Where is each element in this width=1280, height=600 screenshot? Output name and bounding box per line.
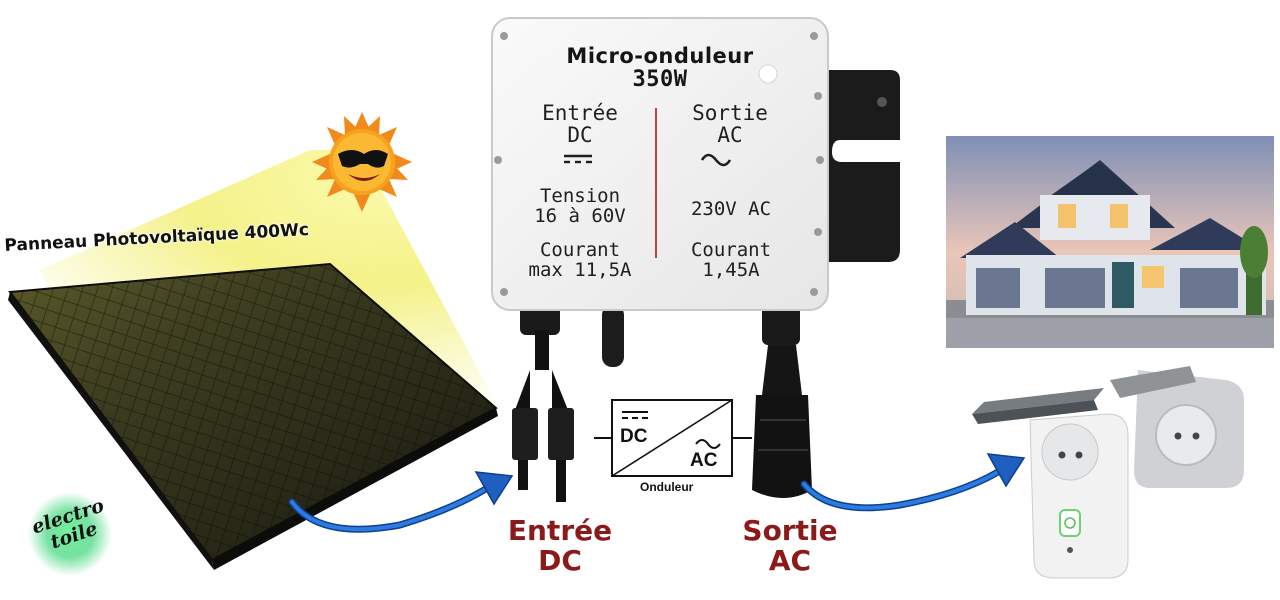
logo-glow [28,492,112,576]
dc-input-heading: Entrée DC [520,102,640,146]
inverter-box [491,17,829,311]
box-ac-symbol-icon [700,153,732,167]
bottom-label-dc: Entrée DC [494,516,626,576]
dc-current-label: Courant [539,239,621,261]
ac-current-spec: Courant 1,45A [664,240,798,280]
bottom-label-dc-line1: Entrée [507,514,613,547]
schematic-inverter [594,399,752,477]
dc-voltage-label: Tension [539,185,621,207]
dc-symbol-icon [622,411,648,419]
dc-heading-line1: Entrée [542,101,618,125]
inverter-cables [512,305,812,502]
flow-arrow-panel [288,471,514,533]
ac-heading-line1: Sortie [692,101,768,125]
ac-heading-line2: AC [717,123,743,147]
dc-current-spec: Courant max 11,5A [510,240,650,280]
ac-symbol-icon [695,439,721,449]
ac-voltage-spec: 230V AC [690,198,772,220]
schematic-dc-label: DC [620,426,648,447]
bottom-label-ac-line2: AC [768,544,812,577]
inverter-bracket [822,70,900,262]
inverter-title-line2: 350W [632,67,688,92]
inverter-title-line1: Micro-onduleur [566,44,754,68]
dc-voltage-value: 16 à 60V [534,205,626,227]
solar-panel [8,262,498,570]
house-picture [946,136,1274,348]
ac-current-value: 1,45A [702,259,760,281]
bottom-label-ac: Sortie AC [724,516,856,576]
bottom-label-dc-line2: DC [538,544,582,577]
schematic-ac-label: AC [690,450,718,471]
schematic-caption: Onduleur [640,480,694,494]
ac-output-heading: Sortie AC [670,102,790,146]
outdoor-socket-picture [972,366,1244,579]
flow-arrow-socket [800,453,1026,512]
dc-voltage-spec: Tension 16 à 60V [510,186,650,226]
ac-current-label: Courant [690,239,772,261]
sun-icon [312,112,412,212]
dc-heading-line2: DC [567,123,593,147]
box-dc-symbol-icon [564,154,592,164]
bottom-label-ac-line1: Sortie [742,514,838,547]
dc-current-value: max 11,5A [528,259,632,281]
inverter-title: Micro-onduleur 350W [520,44,800,92]
